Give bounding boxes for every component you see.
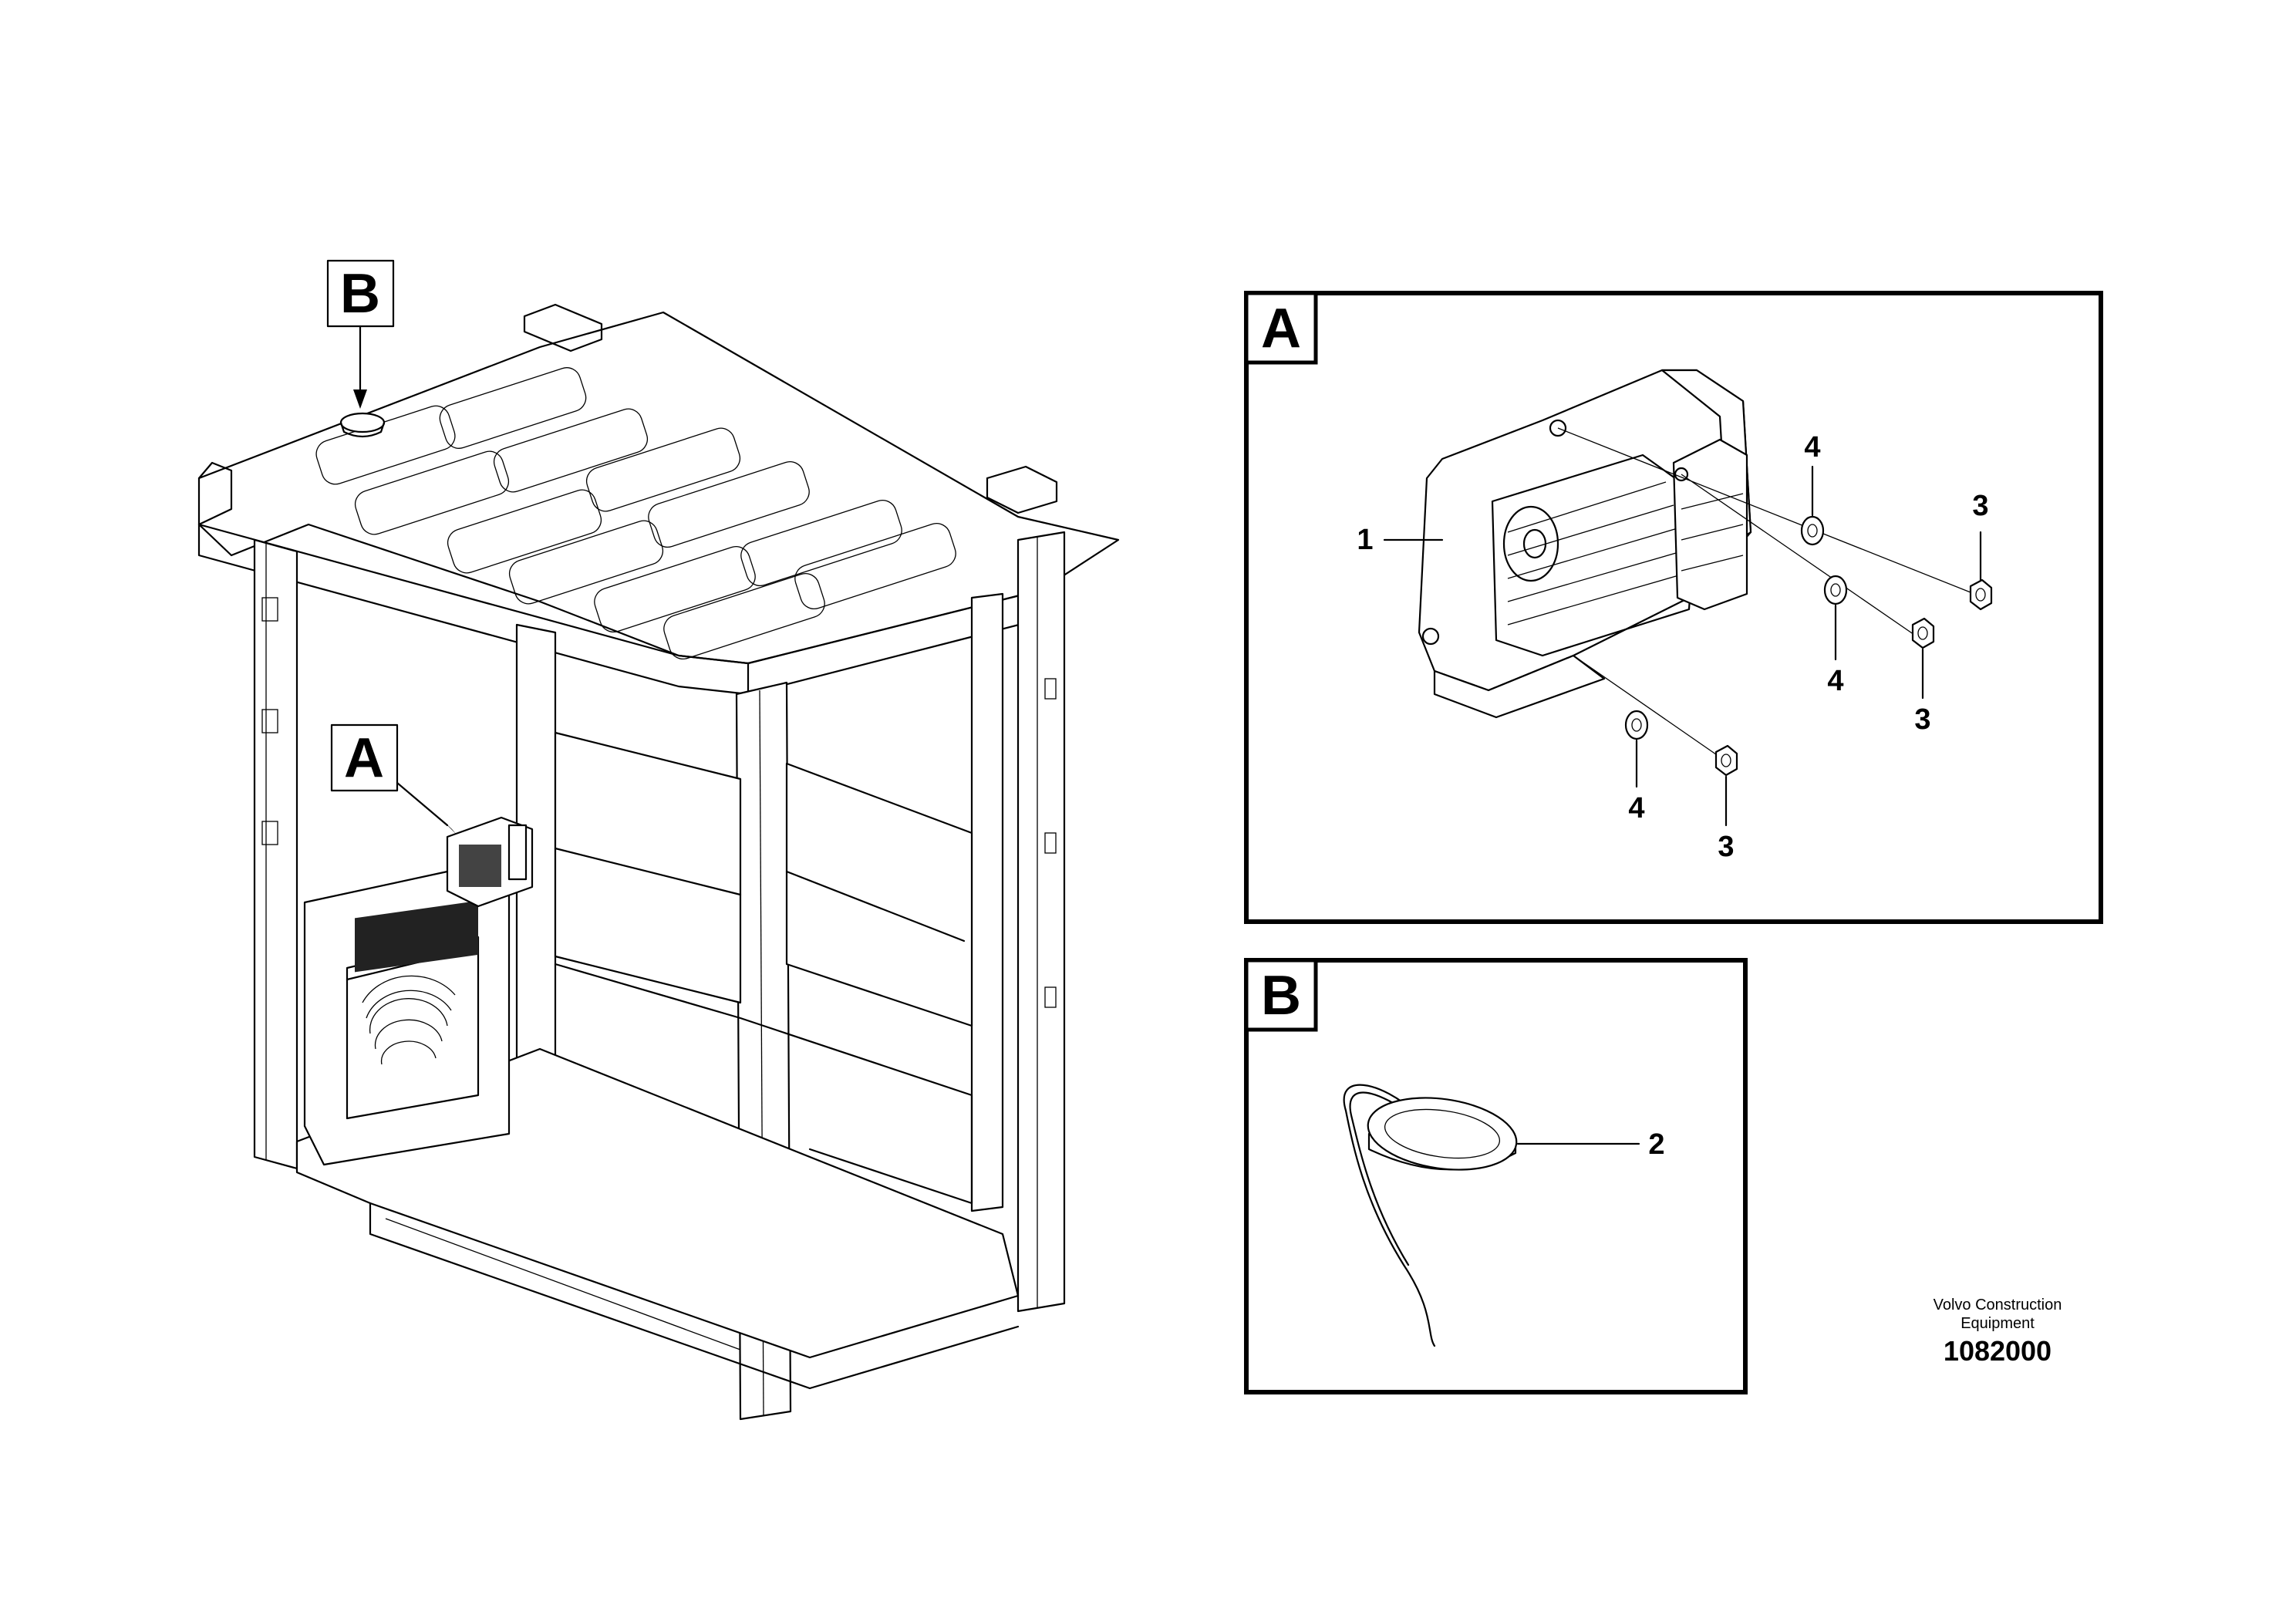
part-label-nut: 3 xyxy=(1718,831,1734,863)
callout-a: A xyxy=(330,723,457,835)
callout-b: B xyxy=(326,259,395,409)
part-label-washer: 4 xyxy=(1827,665,1843,697)
washer-1 xyxy=(1800,515,1825,546)
antenna-drawing xyxy=(1343,1084,1518,1347)
part-label-nut: 3 xyxy=(1914,703,1930,736)
part-label-washer: 4 xyxy=(1804,431,1820,464)
company-name-line2: Equipment xyxy=(1961,1315,2035,1332)
detail-a-panel: A xyxy=(1244,291,2103,924)
washer-2 xyxy=(1823,575,1848,605)
callout-a-label: A xyxy=(344,727,384,789)
part-label-washer: 4 xyxy=(1628,792,1644,824)
callout-b-label: B xyxy=(340,263,380,325)
drawing-number: 1082000 xyxy=(1943,1335,2052,1367)
nut-1 xyxy=(1969,578,1993,611)
manufacturer-footer: Volvo Construction Equipment 1082000 xyxy=(1866,1296,2129,1368)
speaker-location xyxy=(446,816,534,908)
detail-b-title: B xyxy=(1261,965,1301,1027)
part-label-antenna: 2 xyxy=(1648,1128,1664,1161)
company-name-line1: Volvo Construction xyxy=(1933,1297,2062,1313)
detail-a-title: A xyxy=(1261,298,1301,359)
fasteners xyxy=(1624,515,1993,777)
washer-3 xyxy=(1624,710,1649,740)
nut-2 xyxy=(1911,617,1935,649)
part-label-nut: 3 xyxy=(1972,490,1988,522)
detail-b-panel: B 2 xyxy=(1244,958,1748,1394)
nut-3 xyxy=(1714,744,1738,777)
cab-frame-drawing xyxy=(197,303,1120,1421)
part-label-speaker: 1 xyxy=(1357,524,1373,556)
